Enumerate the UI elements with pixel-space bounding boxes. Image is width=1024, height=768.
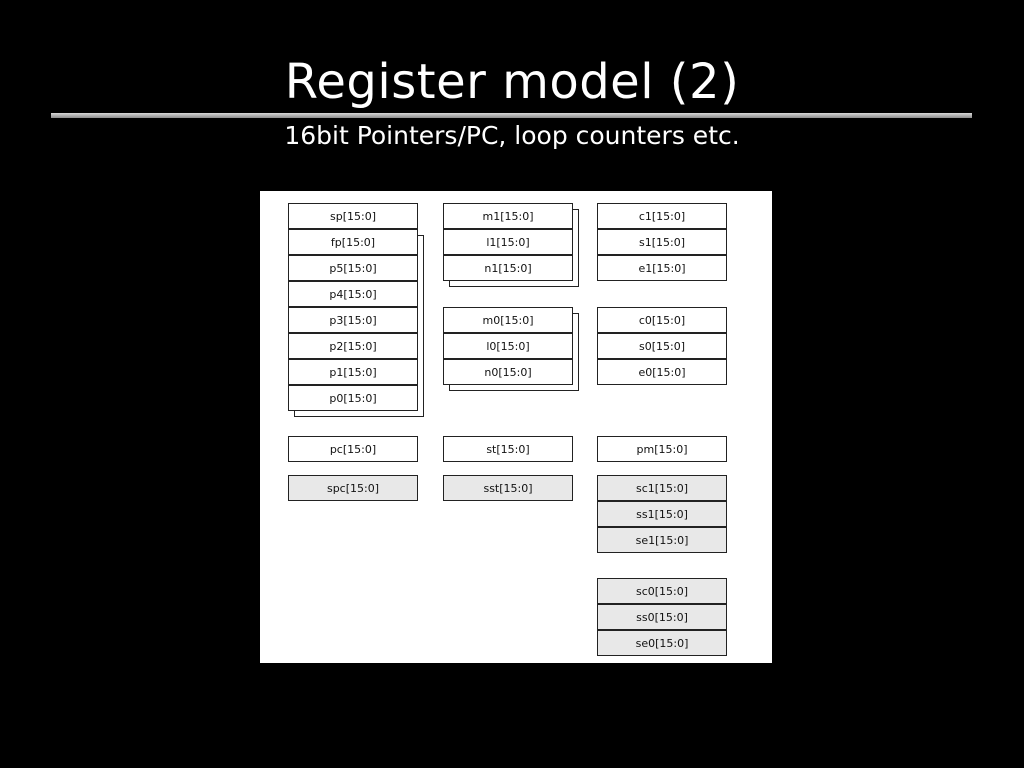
- register-ss1: ss1[15:0]: [597, 501, 727, 527]
- register-l0: l0[15:0]: [443, 333, 573, 359]
- register-e1: e1[15:0]: [597, 255, 727, 281]
- register-e0: e0[15:0]: [597, 359, 727, 385]
- register-st: st[15:0]: [443, 436, 573, 462]
- register-pc: pc[15:0]: [288, 436, 418, 462]
- register-spc: spc[15:0]: [288, 475, 418, 501]
- slide-title: Register model (2): [284, 54, 740, 110]
- register-sc1: sc1[15:0]: [597, 475, 727, 501]
- register-ss0: ss0[15:0]: [597, 604, 727, 630]
- register-p0: p0[15:0]: [288, 385, 418, 411]
- register-s1: s1[15:0]: [597, 229, 727, 255]
- register-c1: c1[15:0]: [597, 203, 727, 229]
- register-se1: se1[15:0]: [597, 527, 727, 553]
- register-l1: l1[15:0]: [443, 229, 573, 255]
- register-p5: p5[15:0]: [288, 255, 418, 281]
- register-n0: n0[15:0]: [443, 359, 573, 385]
- register-sc0: sc0[15:0]: [597, 578, 727, 604]
- register-pm: pm[15:0]: [597, 436, 727, 462]
- register-p1: p1[15:0]: [288, 359, 418, 385]
- title-divider: [51, 113, 972, 118]
- register-sst: sst[15:0]: [443, 475, 573, 501]
- register-m0: m0[15:0]: [443, 307, 573, 333]
- register-p3: p3[15:0]: [288, 307, 418, 333]
- register-fp: fp[15:0]: [288, 229, 418, 255]
- register-s0: s0[15:0]: [597, 333, 727, 359]
- slide-subtitle: 16bit Pointers/PC, loop counters etc.: [284, 121, 740, 150]
- register-c0: c0[15:0]: [597, 307, 727, 333]
- register-p4: p4[15:0]: [288, 281, 418, 307]
- register-n1: n1[15:0]: [443, 255, 573, 281]
- register-sp: sp[15:0]: [288, 203, 418, 229]
- register-p2: p2[15:0]: [288, 333, 418, 359]
- register-se0: se0[15:0]: [597, 630, 727, 656]
- register-diagram: sp[15:0] fp[15:0] p5[15:0] p4[15:0] p3[1…: [260, 191, 772, 663]
- register-m1: m1[15:0]: [443, 203, 573, 229]
